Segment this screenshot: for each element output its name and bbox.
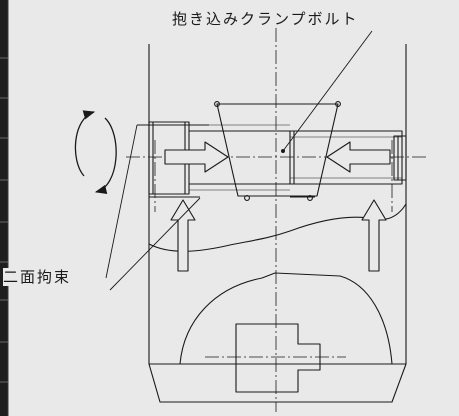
sheet-edge-ticks: [0, 57, 8, 383]
force-up-arrow-right-icon: [361, 199, 387, 272]
clamp-body: [148, 44, 407, 403]
push-right-arrow-icon: [164, 141, 229, 173]
leader-two-face-restraint: [105, 124, 209, 291]
label-two-face-restraint: 二面拘束: [3, 268, 72, 286]
clamp-bolt: [148, 121, 407, 198]
slot-wedge: [216, 103, 339, 197]
step-cutout: [235, 323, 321, 393]
leader-clamp-bolt: [282, 30, 373, 152]
force-up-arrow-left-icon: [170, 199, 196, 272]
label-clamp-bolt: 抱き込みクランプボルト: [172, 10, 359, 28]
push-left-arrow-icon: [326, 141, 391, 173]
drawing-sheet: [8, 0, 459, 416]
rotation-arrows-icon: [74, 110, 117, 194]
